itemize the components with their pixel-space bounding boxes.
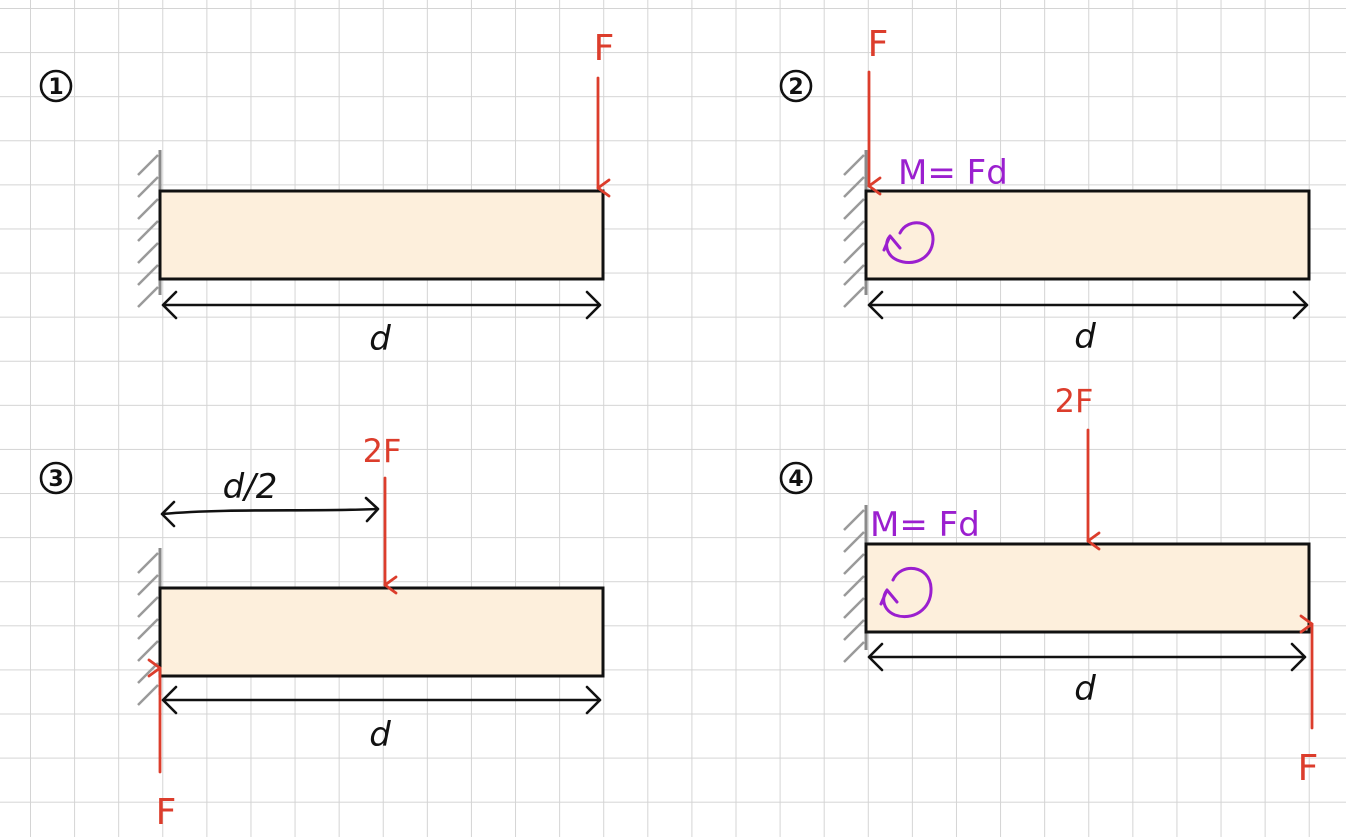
dimension-line-d: d (161, 290, 602, 359)
panel-number-circle (779, 69, 813, 103)
moment-label: M= Fd (870, 505, 980, 545)
dimension-arrow (867, 642, 1307, 672)
panel-number: 3 (48, 467, 63, 492)
panel-2: 2 d F M= Fd (779, 24, 1311, 357)
panel-number-badge: 3 (39, 461, 73, 495)
force-F: F (594, 28, 615, 198)
panel-number: 4 (788, 467, 803, 492)
panel-number-circle (39, 69, 73, 103)
dimension-label-d: d (1074, 669, 1096, 709)
dimension-line-d: d (161, 685, 602, 755)
dimension-line-d: d (867, 290, 1309, 357)
dimension-label-d: d (369, 319, 391, 359)
wall-hatching (137, 552, 159, 706)
dimension-arrow (161, 685, 602, 715)
moment: M= Fd (870, 505, 980, 618)
wall-support (137, 150, 162, 308)
moment-rotation-icon (882, 221, 935, 264)
force-label: F (1298, 748, 1319, 789)
reaction-force-F: F (1298, 614, 1319, 789)
force-2F: 2F (363, 432, 402, 595)
force-F: F (867, 24, 889, 196)
beam (158, 586, 605, 678)
beam (158, 189, 605, 281)
panel-number-badge: 4 (779, 461, 813, 495)
wall-support (843, 505, 868, 663)
panel-number-badge: 1 (39, 69, 73, 103)
dimension-line-half-d: d/2 (160, 467, 380, 528)
panel-1: 1 d F (39, 28, 615, 359)
dimension-label-half-d: d/2 (223, 467, 278, 507)
panel-number: 2 (788, 75, 803, 100)
half-dimension-arrow (160, 496, 380, 528)
dimension-line-d: d (867, 642, 1307, 709)
panel-4: 4 d 2F F M= Fd (779, 382, 1319, 789)
wall-support (137, 548, 162, 706)
panel-number-circle (779, 461, 813, 495)
dimension-arrow (161, 290, 602, 320)
wall-hatching (137, 154, 159, 308)
wall-hatching (843, 154, 865, 308)
panel-number-badge: 2 (779, 69, 813, 103)
moment-label: M= Fd (898, 153, 1008, 193)
panel-3: 3 d d/2 2F F (39, 432, 605, 833)
panel-number: 1 (48, 75, 63, 100)
force-label: 2F (1055, 382, 1094, 420)
force-label: F (868, 24, 889, 65)
reaction-force-F: F (147, 658, 177, 833)
dimension-label-d: d (1074, 317, 1096, 357)
force-label: F (594, 28, 615, 69)
beam (864, 189, 1311, 281)
panel-number-circle (39, 461, 73, 495)
moment: M= Fd (882, 153, 1008, 264)
force-2F: 2F (1055, 382, 1101, 551)
dimension-label-d: d (369, 715, 391, 755)
wall-hatching (843, 509, 865, 663)
moment-rotation-icon (879, 566, 933, 618)
wall-support (843, 150, 868, 308)
force-label: 2F (363, 432, 402, 470)
force-label: F (156, 792, 177, 833)
dimension-arrow (867, 290, 1309, 320)
